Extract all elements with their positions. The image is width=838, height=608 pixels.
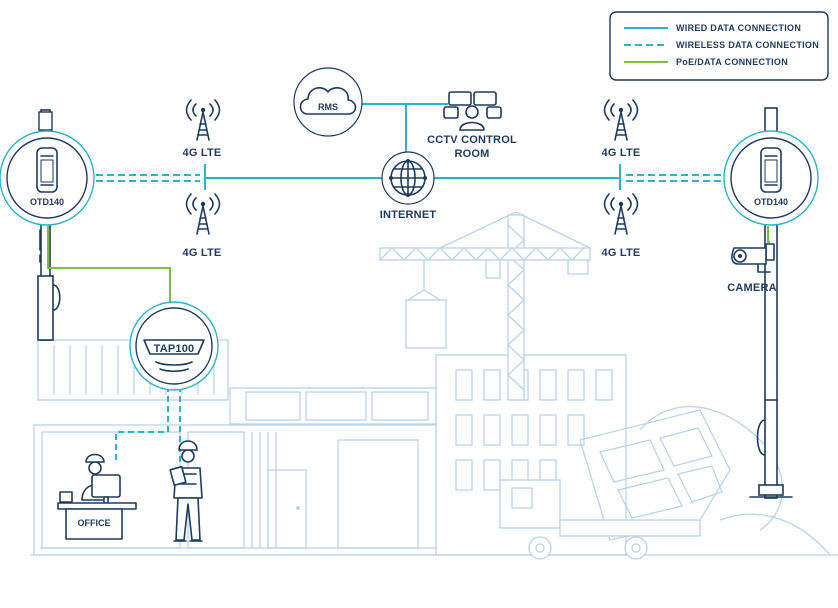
otd-right-label: OTD140 [754, 197, 788, 207]
lte-label: 4G LTE [183, 147, 222, 159]
lte-tower-top-right: 4G LTE [602, 99, 641, 159]
cell-tower-icon [185, 99, 221, 141]
lte-label: 4G LTE [183, 247, 222, 259]
camera-label: CAMERA [727, 282, 776, 294]
crane [379, 211, 591, 401]
lte-label: 4G LTE [602, 247, 641, 259]
rms-label: RMS [318, 102, 338, 112]
tap-label: TAP100 [154, 343, 195, 355]
legend-wireless-label: WIRELESS DATA CONNECTION [676, 40, 819, 50]
connections [47, 103, 770, 470]
wireless-tap-office [115, 386, 169, 462]
office-label: OFFICE [78, 518, 111, 528]
cell-tower-icon [603, 193, 639, 235]
office-desk: OFFICE [57, 453, 137, 540]
lte-tower-bottom-right: 4G LTE [602, 193, 641, 259]
poe-otd-camera [767, 226, 770, 243]
outdoor-router-icon [36, 147, 58, 193]
legend-wired-label: WIRED DATA CONNECTION [676, 23, 801, 33]
otd140-right: OTD140 [723, 130, 819, 226]
legend-poe-label: PoE/DATA CONNECTION [676, 57, 788, 67]
outdoor-router-icon [760, 147, 782, 193]
cctv-label-line2: ROOM [454, 148, 489, 160]
access-point-icon [143, 339, 205, 373]
security-camera-icon [731, 243, 775, 273]
field-worker [169, 440, 203, 542]
lte-tower-top-left: 4G LTE [183, 99, 222, 159]
legend: WIRED DATA CONNECTION WIRELESS DATA CONN… [609, 11, 829, 81]
rms-node: RMS [293, 67, 363, 137]
cctv-label-line1: CCTV CONTROL [427, 134, 517, 146]
camera-node: CAMERA [727, 243, 777, 294]
cctv-operator-icon [443, 91, 502, 131]
otd140-left: OTD140 [0, 130, 95, 226]
worker-with-tablet-icon [169, 440, 203, 542]
otd-left-label: OTD140 [30, 197, 64, 207]
cloud-icon [299, 87, 357, 115]
internet-label: INTERNET [380, 209, 437, 221]
cell-tower-icon [603, 99, 639, 141]
poe-otd-tap [47, 226, 171, 304]
globe-icon [389, 159, 427, 197]
dump-truck [499, 405, 831, 560]
tap100-node: TAP100 [129, 301, 219, 391]
worker-at-desk-icon [59, 453, 121, 504]
lte-tower-bottom-left: 4G LTE [183, 193, 222, 259]
lte-label: 4G LTE [602, 147, 641, 159]
cell-tower-icon [185, 193, 221, 235]
cctv-control-room: CCTV CONTROL ROOM [427, 91, 517, 160]
internet-node: INTERNET [380, 151, 437, 221]
